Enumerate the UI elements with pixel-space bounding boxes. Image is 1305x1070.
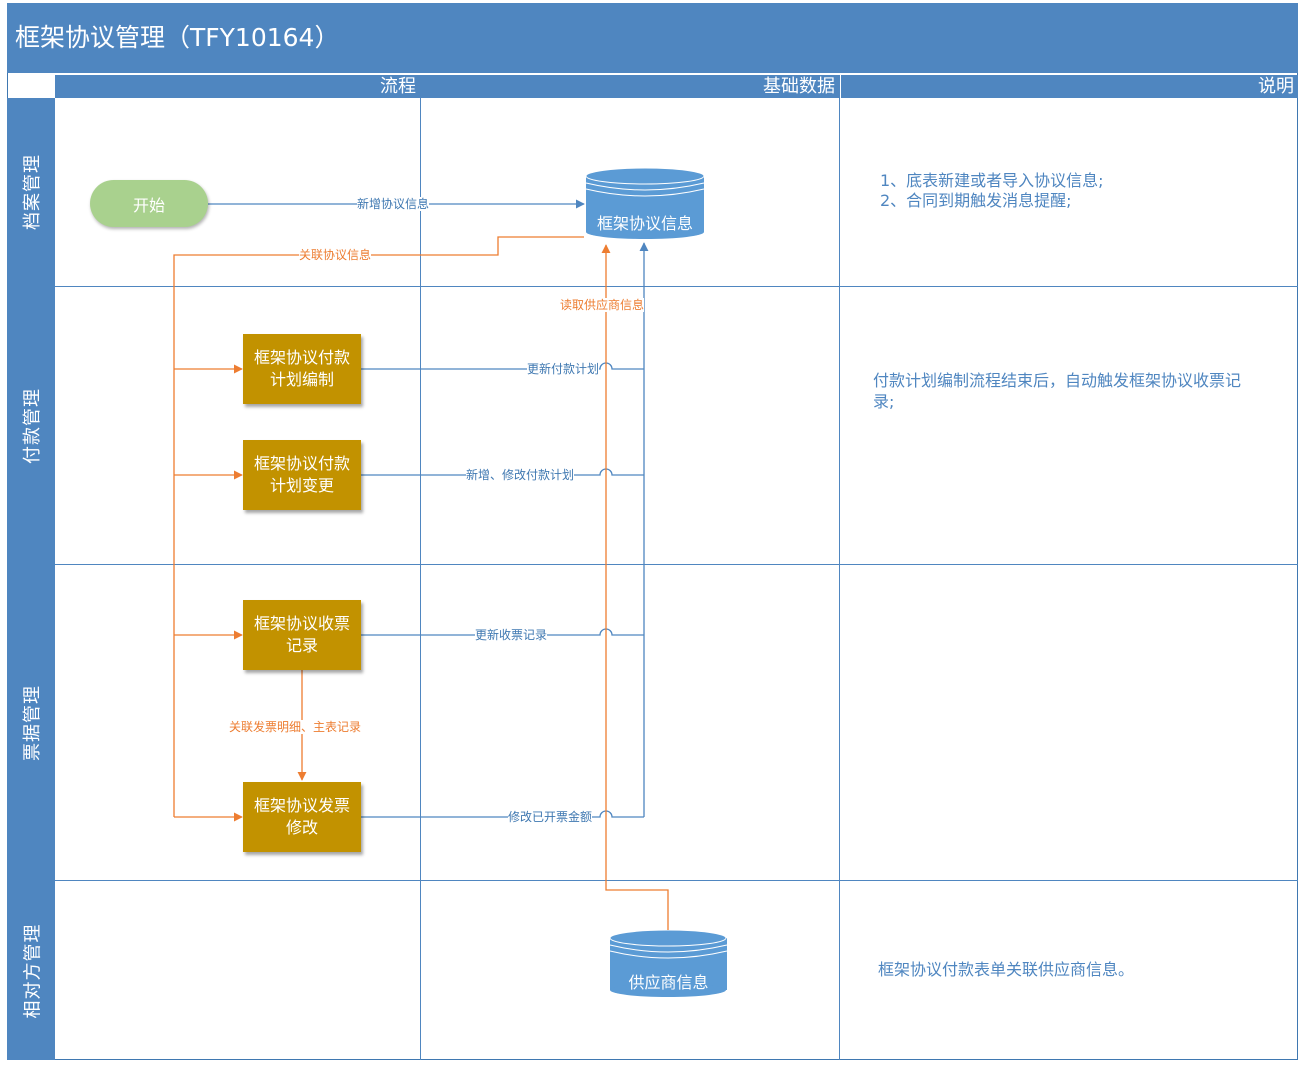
database-agreement-shape	[585, 167, 705, 239]
start-node: 开始	[90, 180, 208, 227]
lane-divider	[7, 564, 1298, 565]
process-plan-change: 框架协议付款 计划变更	[243, 440, 361, 510]
page-title: 框架协议管理（TFY10164）	[7, 3, 1298, 73]
edge-label-modify-invoiced-amount: 修改已开票金额	[508, 810, 593, 824]
edge-read-supplier	[601, 244, 669, 930]
edge-label-read-supplier: 读取供应商信息	[560, 298, 645, 312]
supplier-db-label: 供应商信息	[628, 973, 709, 992]
agreement-db-label: 框架协议信息	[596, 214, 693, 233]
column-header-notes: 说明	[841, 75, 1298, 98]
column-header-flow: 流程	[55, 75, 420, 98]
edge-link-agreement	[173, 236, 584, 817]
lane-header-stripe	[7, 98, 55, 1060]
edge-label-link-invoice-detail: 关联发票明细、主表记录	[229, 720, 362, 734]
column-divider	[420, 75, 421, 1060]
edge-label-update-invoice: 更新收票记录	[475, 628, 548, 642]
process-invoice-modify: 框架协议发票 修改	[243, 782, 361, 852]
note-archive-2: 2、合同到期触发消息提醒;	[880, 191, 1072, 210]
lane-divider	[7, 286, 1298, 287]
edge-label-link-agreement: 关联协议信息	[299, 248, 372, 262]
lane-divider	[7, 880, 1298, 881]
process-invoice-record: 框架协议收票 记录	[243, 600, 361, 670]
note-archive-1: 1、底表新建或者导入协议信息;	[880, 171, 1104, 190]
column-header-base-data: 基础数据	[421, 75, 839, 98]
column-divider	[839, 75, 840, 1060]
edge-label-add-modify-plan: 新增、修改付款计划	[466, 468, 575, 482]
edge-modify-invoiced-amount	[361, 810, 644, 818]
edge-label-add-agreement: 新增协议信息	[357, 197, 430, 211]
process-plan-edit: 框架协议付款 计划编制	[243, 334, 361, 404]
note-payment: 付款计划编制流程结束后，自动触发框架协议收票记录;	[873, 371, 1242, 411]
edge-update-plan	[361, 362, 644, 370]
note-counterparty: 框架协议付款表单关联供应商信息。	[878, 960, 1135, 979]
edge-label-update-plan: 更新付款计划	[527, 362, 600, 376]
